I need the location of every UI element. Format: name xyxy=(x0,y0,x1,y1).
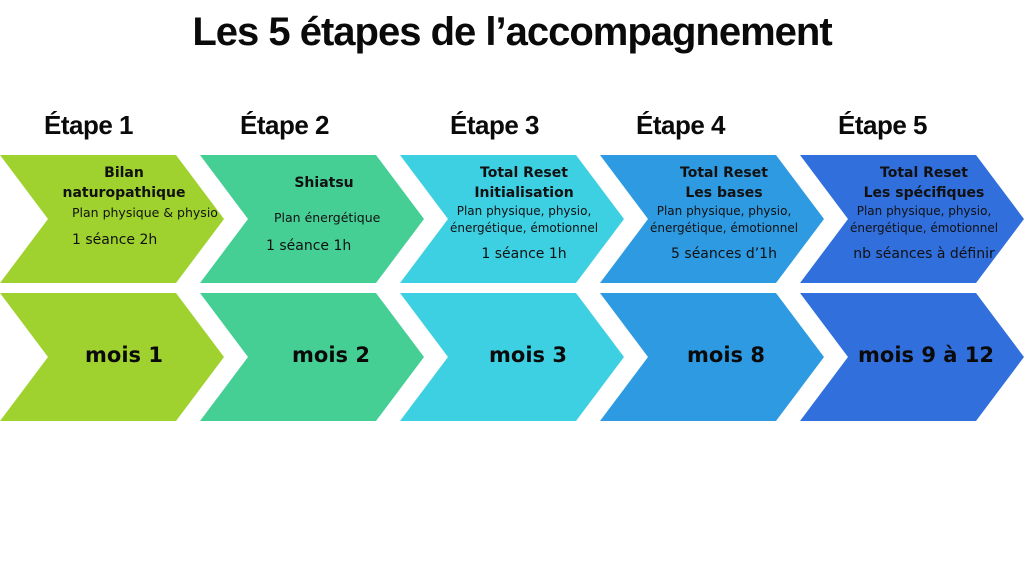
step-sessions: 1 séance 2h xyxy=(72,232,158,248)
step-heading: Total Reset xyxy=(480,165,568,181)
chevron-row-steps xyxy=(0,155,1024,283)
step-sessions: 5 séances d’1h xyxy=(671,246,777,262)
step-heading: Les spécifiques xyxy=(863,185,985,201)
chevron-row-months xyxy=(0,293,1024,421)
page-title: Les 5 étapes de l’accompagnement xyxy=(192,10,832,54)
month-label-4: mois 8 xyxy=(687,343,765,367)
step-heading: Total Reset xyxy=(680,165,768,181)
step-heading: Shiatsu xyxy=(294,175,354,191)
step-chevron-2 xyxy=(200,155,424,283)
step-card-2: Shiatsu Plan énergétique 1 séance 1h xyxy=(236,173,412,256)
step-heading: naturopathique xyxy=(62,185,186,201)
month-chevron-2 xyxy=(200,293,424,421)
step-sessions: 1 séance 1h xyxy=(481,246,567,262)
month-label-1: mois 1 xyxy=(85,343,163,367)
step-heading: Les bases xyxy=(685,185,763,201)
step-plan: énergétique, émotionnel xyxy=(649,221,799,235)
step-plan: Plan physique, physio, xyxy=(856,204,992,218)
month-chevron-3 xyxy=(400,293,624,421)
step-plan: Plan physique, physio, xyxy=(456,204,592,218)
step-label-3: Étape 3 xyxy=(450,110,540,140)
step-chevron-1 xyxy=(0,155,224,283)
step-plan: énergétique, émotionnel xyxy=(849,221,999,235)
month-label-3: mois 3 xyxy=(489,343,567,367)
step-plan: Plan énergétique xyxy=(274,210,381,225)
month-chevron-4 xyxy=(600,293,824,421)
step-plan: énergétique, émotionnel xyxy=(449,221,599,235)
step-heading: Bilan xyxy=(104,165,144,181)
step-chevron-4 xyxy=(600,155,824,283)
month-label-2: mois 2 xyxy=(292,343,370,367)
step-chevron-5 xyxy=(800,155,1024,283)
step-sessions: 1 séance 1h xyxy=(266,238,352,254)
month-label-5: mois 9 à 12 xyxy=(858,343,994,367)
step-heading: Initialisation xyxy=(474,185,574,201)
step-label-2: Étape 2 xyxy=(240,110,330,140)
step-label-1: Étape 1 xyxy=(44,110,134,140)
step-sessions: nb séances à définir xyxy=(853,246,995,262)
step-label-4: Étape 4 xyxy=(636,110,726,140)
step-heading: Total Reset xyxy=(880,165,968,181)
month-chevron-1 xyxy=(0,293,224,421)
step-card-3: Total Reset Initialisation Plan physique… xyxy=(436,163,612,264)
step-card-1: Bilan naturopathique Plan physique & phy… xyxy=(36,163,218,250)
step-label-5: Étape 5 xyxy=(838,110,928,140)
step-plan: Plan physique, physio, xyxy=(656,204,792,218)
step-chevron-3 xyxy=(400,155,624,283)
month-chevron-5 xyxy=(800,293,1024,421)
step-card-4: Total Reset Les bases Plan physique, phy… xyxy=(636,163,812,264)
step-card-5: Total Reset Les spécifiques Plan physiqu… xyxy=(836,163,1012,264)
step-plan: Plan physique & physio xyxy=(72,205,218,220)
